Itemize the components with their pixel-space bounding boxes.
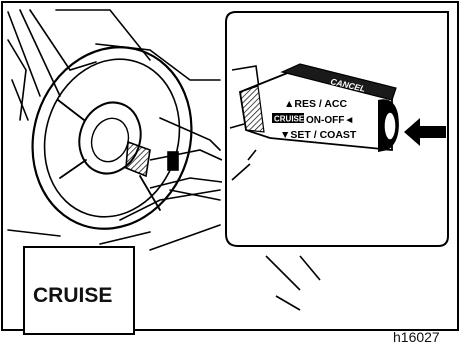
- dashboard-outline: [8, 10, 220, 250]
- figure-code: h16027: [393, 329, 440, 345]
- steering-wheel: [9, 26, 214, 249]
- cruise-indicator-label: CRUISE: [33, 284, 112, 308]
- on-off-label: ON-OFF◄: [306, 115, 354, 126]
- res-acc-label: ▲RES / ACC: [284, 98, 348, 110]
- cruise-badge-label: CRUISE: [274, 115, 305, 124]
- steering-column: [126, 142, 222, 188]
- set-coast-label: ▼SET / COAST: [280, 129, 357, 141]
